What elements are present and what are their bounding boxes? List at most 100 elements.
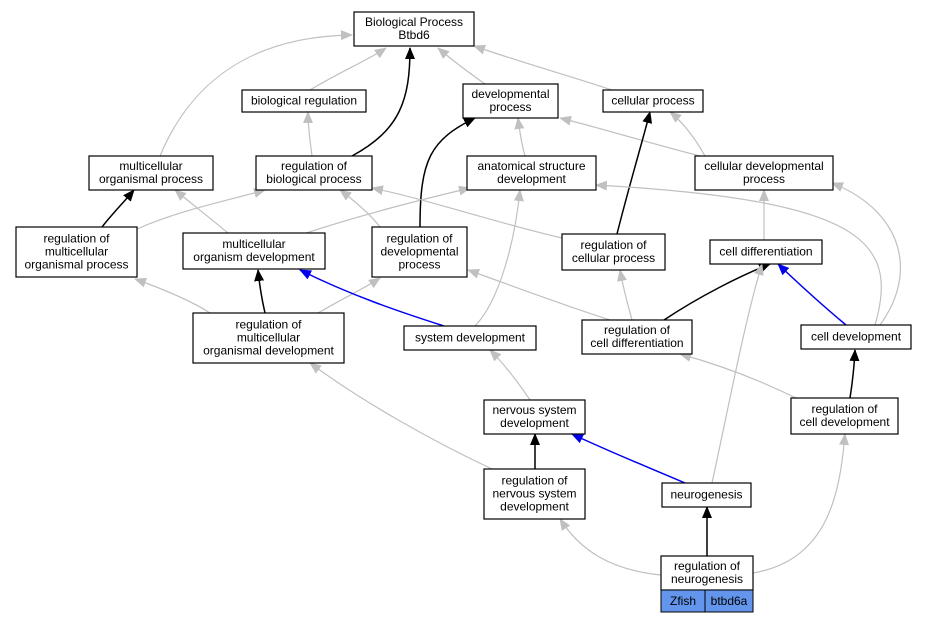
node-box	[182, 232, 326, 270]
node-box	[483, 399, 586, 435]
go-term-node-celldev[interactable]: cell development	[800, 324, 912, 350]
node-label-line: development	[500, 416, 569, 430]
node-label-line: regulation of	[674, 559, 741, 573]
node-label-line: regulation of	[580, 238, 647, 252]
edge-part-of-regbio-to-root	[351, 47, 415, 157]
node-label-line: regulation of	[281, 159, 348, 173]
edge-is-a-multidev-to-anatdev	[299, 185, 471, 236]
edge-is-a-regmultiorg-to-regbio	[136, 188, 266, 230]
edge-is-a-celldev-to-celldevproc	[831, 182, 902, 326]
node-label-line: regulation of	[501, 474, 568, 488]
node-box	[561, 233, 666, 271]
node-box	[602, 89, 704, 113]
node-label-line: development	[500, 500, 569, 514]
node-box	[694, 155, 834, 191]
node-label-line: neurogenesis	[670, 488, 742, 502]
go-term-node-neurogen[interactable]: neurogenesis	[661, 482, 752, 508]
gene-cell	[704, 589, 754, 613]
node-label-line: neurogenesis	[671, 572, 743, 586]
edge-is-a-regcellproc-to-regbio	[371, 185, 563, 239]
node-label-line: Btbd6	[398, 28, 430, 42]
node-label-line: regulation of	[811, 402, 878, 416]
go-term-node-celldiff[interactable]: cell differentiation	[709, 239, 823, 265]
node-label-line: nervous system	[492, 487, 576, 501]
node-label-line: multicellular	[119, 159, 182, 173]
node-label-line: cellular process	[611, 94, 694, 108]
node-label-line: multicellular	[237, 331, 300, 345]
go-term-node-sysdev[interactable]: system development	[403, 325, 537, 351]
node-box	[800, 324, 912, 350]
node-label-line: multicellular	[45, 245, 108, 259]
node-label-line: regulation of	[235, 318, 302, 332]
node-box	[255, 155, 373, 191]
node-label-line: cell differentiation	[719, 245, 812, 259]
node-label-line: regulation of	[604, 323, 671, 337]
edge-is-a-bioreg-to-root	[309, 47, 387, 91]
edge-is-a-multidev-to-multiorg	[174, 189, 229, 234]
node-box	[241, 89, 367, 113]
node-box	[790, 397, 899, 435]
node-label-line: biological regulation	[251, 94, 357, 108]
node-box	[88, 155, 214, 191]
node-label-line: process	[743, 172, 785, 186]
edge-is-a-regmultidev-to-regmultiorg	[134, 278, 211, 314]
node-box	[371, 226, 468, 278]
node-label-line: regulation of	[43, 232, 110, 246]
node-label-line: cell differentiation	[590, 336, 683, 350]
node-label-line: cellular developmental	[704, 159, 823, 173]
node-label-line: process	[489, 100, 531, 114]
edge-part-of-regmultiorg-to-multiorg	[101, 189, 135, 228]
gene-label[interactable]: btbd6a	[711, 594, 748, 608]
node-label-line: regulation of	[386, 232, 453, 246]
go-term-node-bioreg[interactable]: biological regulation	[241, 89, 367, 113]
go-term-node-cellproc[interactable]: cellular process	[602, 89, 704, 113]
node-label-line: multicellular	[222, 237, 285, 251]
edge-is-a-neurogen-to-celldiff	[711, 263, 764, 484]
edge-regulates-celldev-to-celldiff	[777, 263, 847, 326]
node-label-line: biological process	[266, 172, 361, 186]
edge-is-a-sysdev-to-anatdev	[474, 189, 524, 327]
node-box	[661, 482, 752, 508]
edge-part-of-regcellproc-to-cellproc	[616, 111, 653, 235]
edge-part-of-regdevproc-to-devproc	[419, 117, 476, 228]
edge-is-a-celldev-to-anatdev	[595, 180, 882, 326]
edge-part-of-regmultidev-to-multidev	[254, 269, 266, 314]
edge-is-a-regneurogen-to-regcelldev	[752, 433, 850, 574]
node-label-line: Biological Process	[365, 15, 463, 29]
edge-is-a-regbio-to-bioreg	[303, 111, 314, 157]
node-label-line: anatomical structure	[477, 159, 585, 173]
node-box	[709, 239, 823, 265]
edge-is-a-regcelldiff-to-regcellproc	[617, 269, 633, 321]
edge-is-a-anatdev-to-devproc	[514, 117, 526, 157]
edge-is-a-devproc-to-root	[437, 47, 486, 85]
node-label-line: organismal process	[99, 172, 203, 186]
node-label-line: cell development	[799, 415, 890, 429]
edge-part-of-regcelldev-to-celldev	[849, 349, 860, 399]
edge-is-a-regmultidev-to-regdevproc	[317, 277, 381, 314]
node-label-line: organismal process	[24, 258, 128, 272]
edge-is-a-regneurogen-to-regnervdev	[559, 518, 662, 576]
edge-is-a-nervdev-to-sysdev	[489, 349, 531, 401]
node-label-line: developmental	[471, 87, 549, 101]
node-label-line: development	[497, 172, 566, 186]
species-label[interactable]: Zfish	[670, 594, 696, 608]
node-box	[581, 319, 693, 355]
